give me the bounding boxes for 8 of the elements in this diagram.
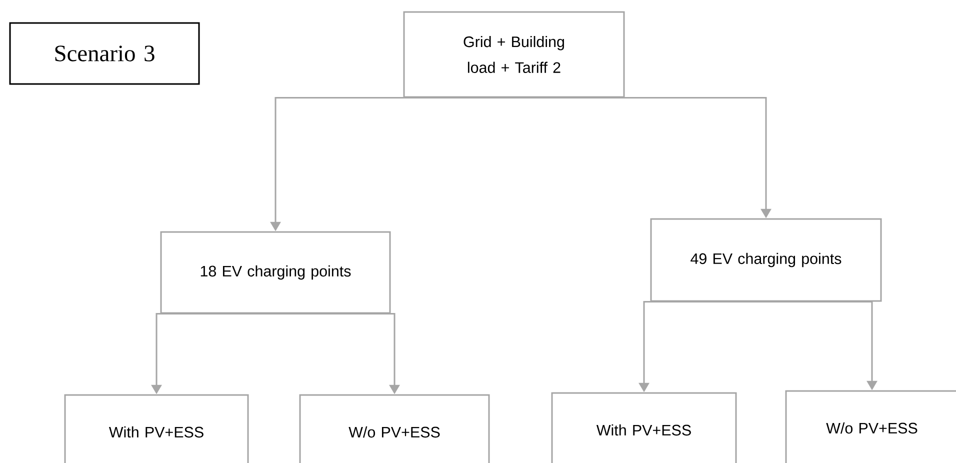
process-box: 49 EV charging points	[650, 218, 882, 302]
process-box: With PV+ESS	[551, 392, 737, 463]
process-box: W/o PV+ESS	[299, 394, 490, 463]
process-box: 18 EV charging points	[160, 231, 391, 314]
process-box: Grid + Building load + Tariff 2	[403, 11, 625, 98]
process-box: W/o PV+ESS	[785, 390, 956, 463]
title-box: Scenario 3	[9, 22, 200, 85]
process-box: With PV+ESS	[64, 394, 249, 463]
